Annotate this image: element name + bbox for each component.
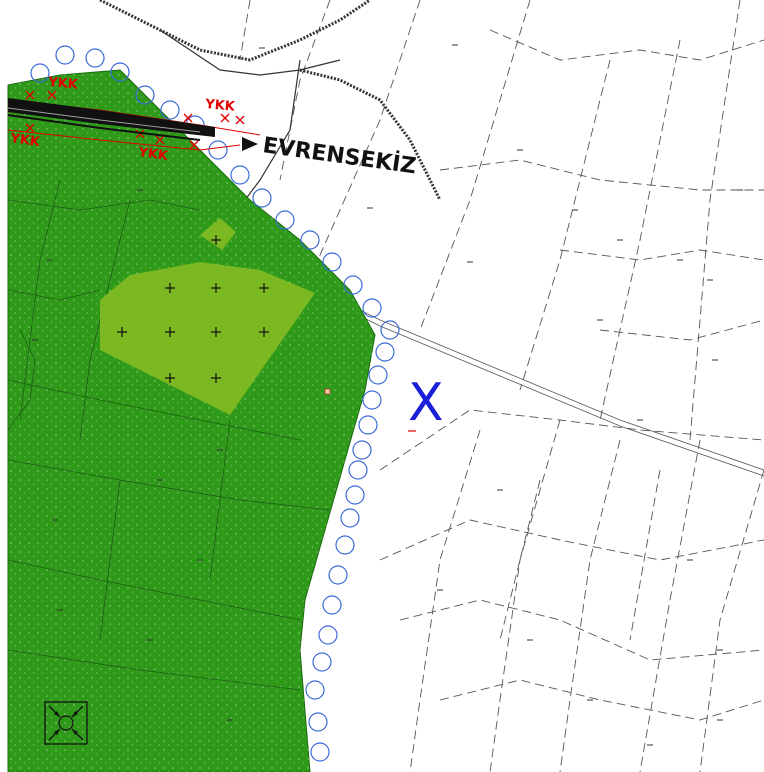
boundary-circle: [352, 440, 372, 460]
red-cross-mark: [47, 90, 57, 100]
boundary-circle: [300, 230, 320, 250]
red-cross-mark: [220, 113, 230, 123]
plus-symbol: [165, 373, 175, 383]
boundary-circle: [30, 63, 50, 83]
boundary-circle: [362, 298, 382, 318]
point-marker: [324, 388, 331, 395]
red-cross-mark: [155, 135, 165, 145]
boundary-circle: [322, 252, 342, 272]
red-cross-mark: [25, 123, 35, 133]
road-code-label: YKK: [204, 97, 237, 115]
parcel-dash-marks: [32, 44, 743, 746]
boundary-circle: [368, 365, 388, 385]
red-cross-mark: [189, 140, 199, 150]
road-code-labels: YKK YKK YKK YKK: [8, 75, 236, 164]
plus-symbol: [165, 283, 175, 293]
road-code-label: YKK: [47, 75, 80, 93]
boundary-circle: [230, 165, 250, 185]
highway-band: [7, 98, 215, 141]
boundary-circle: [310, 742, 330, 762]
direction-arrow-icon: [242, 137, 258, 151]
boundary-circle: [135, 85, 155, 105]
boundary-circle: [305, 680, 325, 700]
boundary-circle: [252, 188, 272, 208]
boundary-circles: [30, 45, 400, 762]
boundary-circle: [110, 62, 130, 82]
plus-symbol: [211, 235, 221, 245]
boundary-circle: [55, 45, 75, 65]
boundary-circle: [358, 415, 378, 435]
boundary-circle: [335, 535, 355, 555]
boundary-circle: [345, 485, 365, 505]
boundary-circle: [318, 625, 338, 645]
boundary-circle: [312, 652, 332, 672]
red-cross-mark: [235, 115, 245, 125]
plus-symbol: [117, 327, 127, 337]
red-cross-mark: [183, 113, 193, 123]
blue-x-symbol: X: [408, 373, 444, 433]
place-label: EVRENSEKİZ: [261, 132, 418, 179]
plus-symbol: [259, 283, 269, 293]
boundary-circle: [208, 140, 228, 160]
forest-area: [7, 69, 376, 772]
boundary-circle: [328, 565, 348, 585]
boundary-circle: [308, 712, 328, 732]
meadow-area: [100, 218, 315, 415]
boundary-circle: [85, 48, 105, 68]
boundary-circle: [340, 508, 360, 528]
boundary-circle: [362, 390, 382, 410]
parcel-lines: [239, 0, 764, 772]
boundary-circle: [160, 100, 180, 120]
red-cross-mark: [135, 129, 145, 139]
boundary-circle: [343, 275, 363, 295]
boundary-circle: [348, 460, 368, 480]
red-cross-mark: [25, 90, 35, 100]
boundary-circle: [380, 320, 400, 340]
plus-symbol: [211, 327, 221, 337]
plus-symbol: [165, 327, 175, 337]
boundary-circle: [375, 342, 395, 362]
road-code-label: YKK: [8, 131, 41, 150]
forest-parcel-lines: [7, 179, 331, 691]
boundary-circle: [322, 595, 342, 615]
boundary-circle: [275, 210, 295, 230]
compass-icon[interactable]: [44, 701, 88, 745]
meadow-plus-symbols: [117, 235, 269, 383]
plus-symbol: [211, 283, 221, 293]
plus-symbol: [211, 373, 221, 383]
plus-symbol: [259, 327, 269, 337]
road-code-label: YKK: [136, 145, 169, 164]
